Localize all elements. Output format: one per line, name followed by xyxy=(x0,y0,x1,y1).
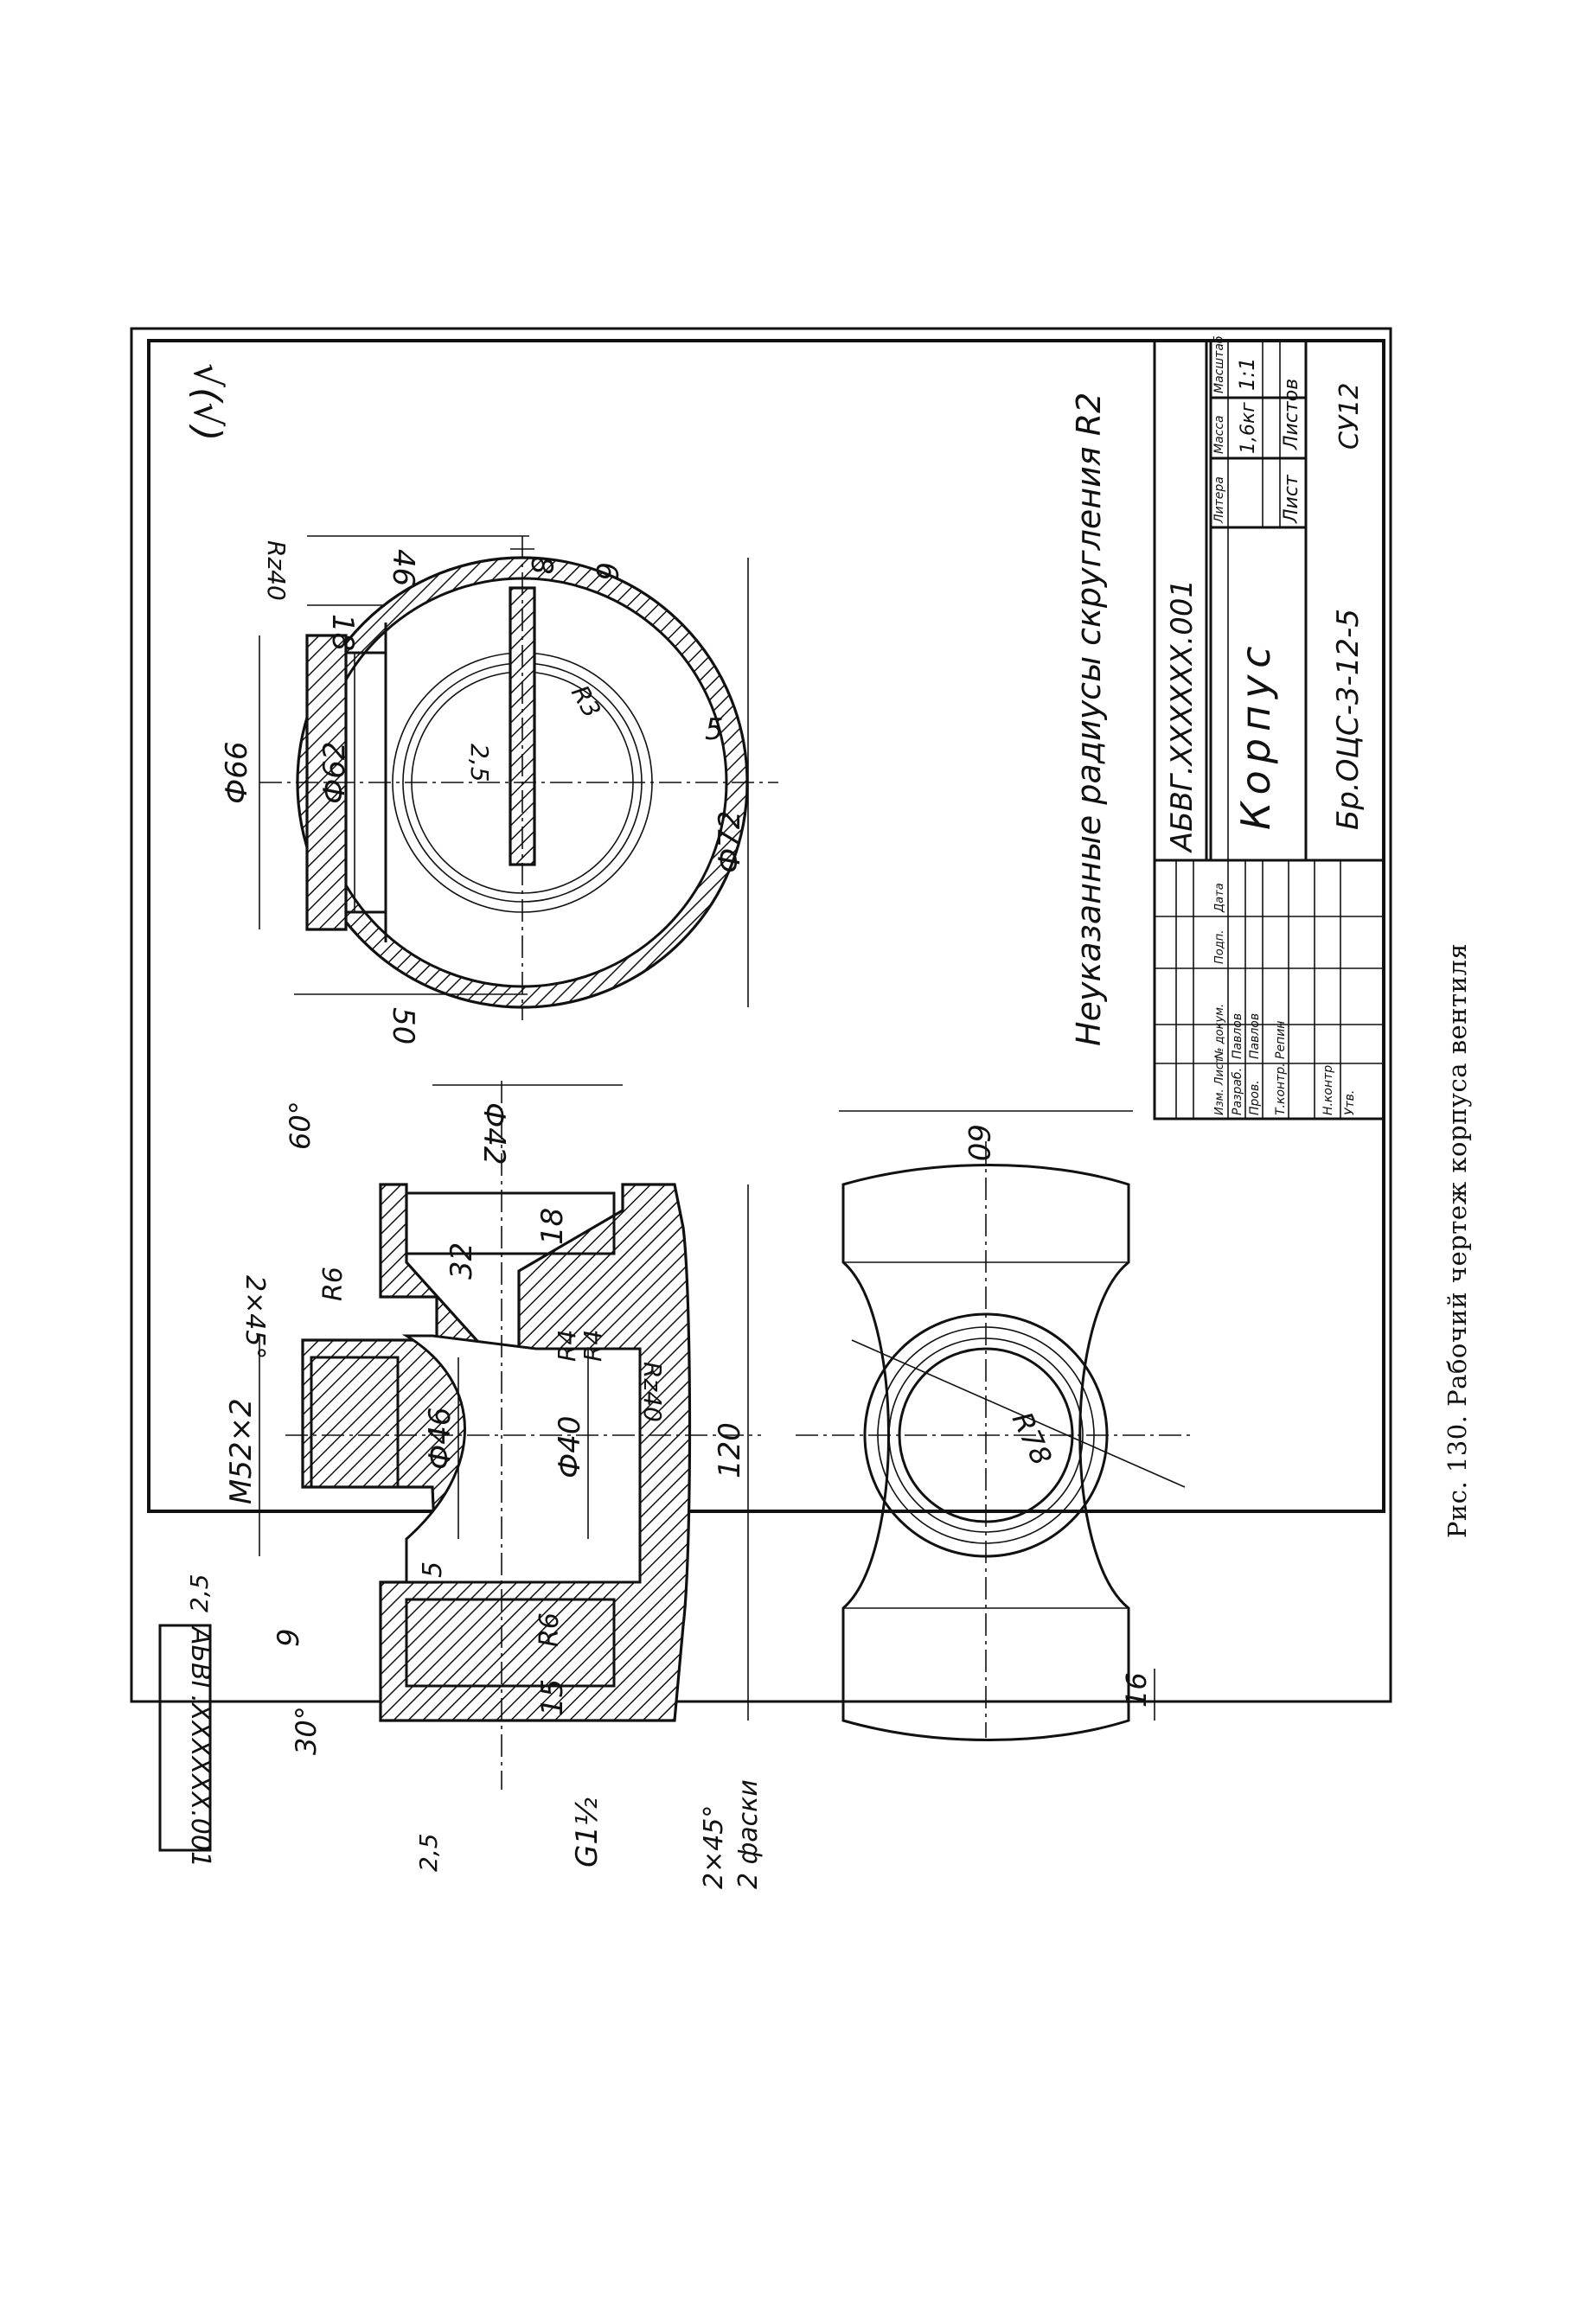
tb-row-0: Изм. Лист xyxy=(1213,1057,1226,1115)
dim-front-rough1: 2,5 xyxy=(185,1574,214,1612)
tb-organization: СУ12 xyxy=(1334,383,1365,450)
tb-role-0: Разраб. xyxy=(1231,1068,1244,1115)
dim-front-r6a: R6 xyxy=(318,1267,349,1301)
tb-mass: 1,6кг xyxy=(1238,402,1259,454)
title-block: АБВГ.XXXXXX.001 Корпус Бр.ОЦС-3-12-5 Лит… xyxy=(1153,335,1385,1120)
tb-role-4: Утв. xyxy=(1343,1090,1357,1115)
dim-front-d40: Ф40 xyxy=(553,1415,587,1478)
dim-side-len46: 46 xyxy=(386,549,420,586)
top-view: 60 R78 16 xyxy=(796,1110,1193,1741)
tb-scale: 1:1 xyxy=(1235,357,1259,391)
tb-col-scale: Масштаб xyxy=(1212,335,1226,393)
top-outline xyxy=(841,1164,1130,1741)
dim-side-len50: 50 xyxy=(386,1007,420,1044)
tb-row-2: Подп. xyxy=(1213,930,1226,964)
dim-side-rz40: Rz40 xyxy=(262,540,291,601)
dim-side-len18: 18 xyxy=(325,614,360,651)
tb-material: Бр.ОЦС-3-12-5 xyxy=(1331,609,1366,830)
dim-front-rough2: 2,5 xyxy=(414,1833,443,1872)
tb-col-litera: Литера xyxy=(1212,476,1226,524)
tb-sheets: Листов xyxy=(1281,379,1302,450)
dim-side-wall5: 5 xyxy=(705,712,724,747)
dim-front-len32: 32 xyxy=(445,1242,479,1280)
dim-front-len15: 15 xyxy=(535,1679,570,1716)
dim-front-ang60: 60° xyxy=(284,1101,317,1150)
dim-front-chamfer-bottom: 2×45° xyxy=(699,1805,729,1889)
dim-side-len8: 8 xyxy=(524,556,559,575)
front-section-view: М52×2 Ф46 Ф40 Ф42 120 32 18 15 9 R6 R6 R… xyxy=(185,1081,764,1889)
dim-side-d66: Ф66 xyxy=(220,741,254,804)
dim-front-len9: 9 xyxy=(272,1628,306,1647)
dim-front-ang30: 30° xyxy=(290,1706,323,1755)
figure-caption-box: Рис. 130. Рабочий чертеж корпуса вентиля xyxy=(1418,852,1496,1630)
dim-front-len18: 18 xyxy=(535,1208,570,1245)
tb-name-0: Павлов xyxy=(1231,1013,1244,1059)
tb-col-mass: Масса xyxy=(1212,415,1226,454)
tb-designation: АБВГ.XXXXXX.001 xyxy=(1165,579,1200,853)
dim-top-len16: 16 xyxy=(1120,1672,1153,1708)
dim-side-rough: 2,5 xyxy=(465,744,494,782)
dim-side-d72: Ф72 xyxy=(713,810,747,873)
dim-side-d62: Ф62 xyxy=(317,741,352,804)
dim-front-d42: Ф42 xyxy=(477,1102,511,1165)
tb-role-2: Т.контр. xyxy=(1274,1063,1288,1115)
tb-row-1: № докум. xyxy=(1213,1004,1226,1060)
tb-name-1: Павлов xyxy=(1248,1013,1262,1059)
dim-front-r4a: R4 xyxy=(553,1330,581,1362)
tb-name-2: Репин xyxy=(1274,1021,1288,1059)
side-view: Ф66 Ф62 Ф72 50 46 18 8 6 5 2,5 Rz40 R3 xyxy=(220,535,778,1044)
designation-corner-text: АБВГ.XXXXXX.001 xyxy=(185,1625,215,1868)
dim-top-len60: 60 xyxy=(961,1124,995,1161)
tb-part-name: Корпус xyxy=(1232,639,1279,830)
dim-top-r78: R78 xyxy=(1006,1407,1059,1470)
general-note: Неуказанные радиусы скругления R2 xyxy=(1070,393,1108,1046)
figure-caption: Рис. 130. Рабочий чертеж корпуса вентиля xyxy=(1443,942,1472,1539)
dim-front-thread: М52×2 xyxy=(224,1398,259,1504)
dim-front-pipe-thread: G1½ xyxy=(570,1797,605,1868)
dim-front-chamfer-top: 2×45° xyxy=(240,1275,270,1359)
surface-finish-mark: √(√) xyxy=(185,363,229,441)
dim-front-wall5: 5 xyxy=(418,1561,448,1578)
dim-front-rz40: Rz40 xyxy=(638,1362,667,1422)
dim-front-d46: Ф46 xyxy=(423,1407,457,1470)
dim-front-r6b: R6 xyxy=(534,1612,565,1647)
dim-front-chamfer-note: 2 фаски xyxy=(733,1779,764,1889)
sheet-outer-border xyxy=(130,327,1392,1703)
tb-role-1: Пров. xyxy=(1248,1080,1262,1115)
dim-front-r4b: R4 xyxy=(579,1330,607,1362)
tb-sheet: Лист xyxy=(1281,474,1302,524)
dim-side-len6: 6 xyxy=(589,562,624,581)
tb-row-3: Дата xyxy=(1213,883,1226,913)
tb-role-3: Н.контр. xyxy=(1321,1061,1335,1115)
designation-corner-box: АБВГ.XXXXXX.001 xyxy=(158,1624,215,1868)
dim-front-len120: 120 xyxy=(713,1422,747,1478)
